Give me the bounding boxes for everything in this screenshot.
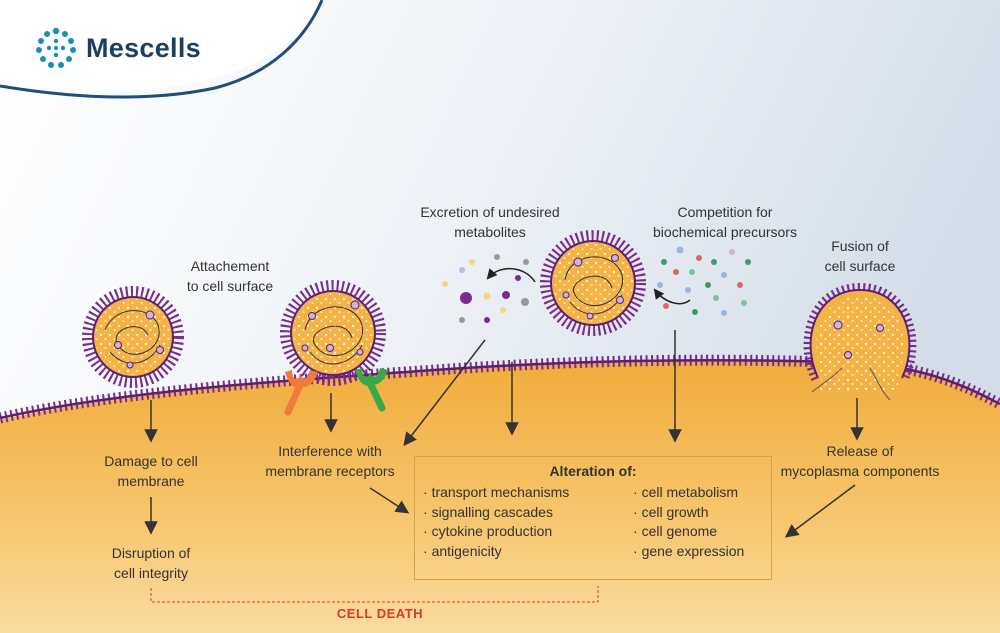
label-competition: Competition for biochemical precursors: [653, 204, 797, 240]
label-interference: Interference with membrane receptors: [265, 443, 395, 479]
receptor-green: [355, 368, 388, 386]
competition-arrow: [653, 288, 691, 305]
alteration-item: cell metabolism: [633, 483, 744, 503]
alteration-left-list: transport mechanisms signalling cascades…: [423, 483, 570, 562]
alteration-title: Alteration of:: [549, 463, 637, 479]
cell-death-bracket: [150, 586, 599, 603]
brand-logo: Mescells: [34, 26, 201, 70]
excretion-arrow: [486, 268, 536, 283]
header-band: [0, 0, 322, 92]
label-disruption: Disruption of cell integrity: [111, 545, 191, 581]
label-excretion: Excretion of undesired metabolites: [420, 204, 560, 240]
mescells-logo-icon: [36, 27, 76, 68]
label-damage: Damage to cell membrane: [104, 453, 198, 489]
alteration-box: Alteration of: transport mechanisms sign…: [414, 456, 772, 580]
label-attachment: Attachement to cell surface: [186, 258, 274, 294]
alteration-item: gene expression: [633, 542, 745, 562]
alteration-item: antigenicity: [423, 542, 569, 562]
alteration-item: cell genome: [633, 522, 744, 542]
mycoplasma-center: [540, 230, 646, 336]
alteration-item: transport mechanisms: [423, 483, 570, 503]
alteration-item: cytokine production: [423, 522, 569, 542]
label-fusion: Fusion of cell surface: [824, 238, 896, 274]
label-release: Release of mycoplasma components: [780, 443, 940, 479]
mycoplasma-damage: [82, 286, 184, 388]
alteration-item: cell growth: [633, 503, 744, 523]
flow-arrows: [144, 330, 864, 538]
receptor-orange: [285, 370, 318, 388]
cell-death-label: CELL DEATH: [336, 606, 424, 621]
mycoplasma-attached: [280, 280, 386, 386]
biochemical-precursors: [657, 246, 751, 316]
alteration-item: signalling cascades: [423, 503, 569, 523]
excreted-metabolites: [442, 254, 529, 323]
alteration-right-list: cell metabolism cell growth cell genome …: [633, 483, 745, 562]
header-curve: [0, 0, 324, 99]
mycoplasma-fusing: [803, 282, 917, 401]
brand-name: Mescells: [86, 32, 201, 63]
